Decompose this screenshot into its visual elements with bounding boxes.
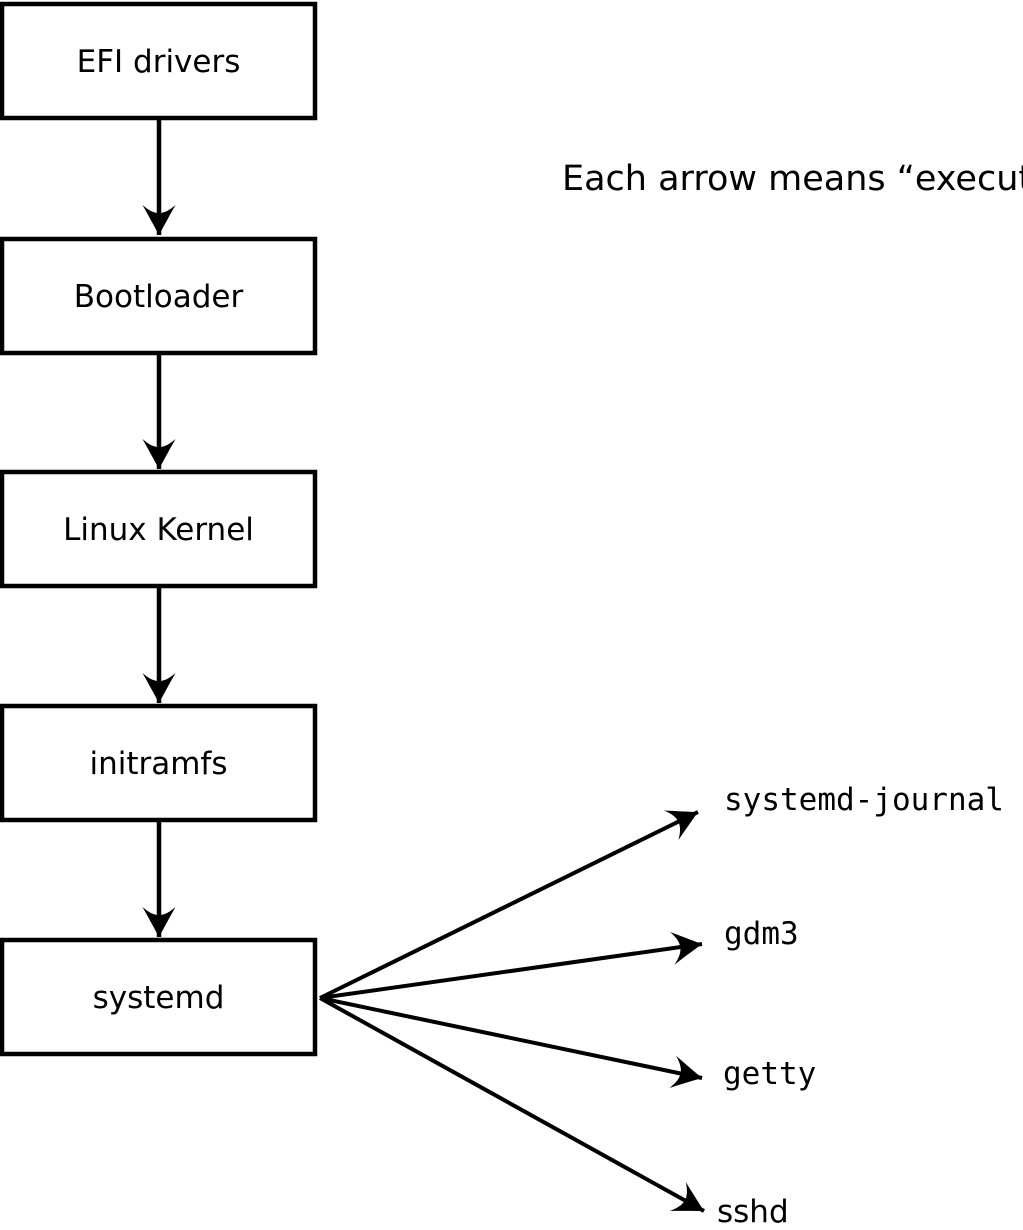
flow-box-systemd-label: systemd — [93, 980, 225, 1016]
process-label-gdm3: gdm3 — [724, 916, 799, 952]
process-label-getty: getty — [723, 1056, 816, 1092]
flow-box-systemd: systemd — [0, 937, 318, 1057]
fanout-arrow-sshd — [319, 996, 705, 1213]
arrow-meaning-note: Each arrow means “executes”. — [562, 159, 1023, 199]
process-label-sshd: sshd — [717, 1194, 789, 1230]
flow-box-efi-drivers-rect — [0, 1, 318, 121]
flow-box-linux-kernel-label: Linux Kernel — [63, 512, 254, 548]
fanout-arrow-gdm3 — [319, 931, 703, 1000]
flow-box-bootloader-label: Bootloader — [74, 279, 244, 315]
flow-box-initramfs: initramfs — [0, 703, 318, 823]
flow-box-bootloader: Bootloader — [0, 236, 318, 356]
fanout-arrow-systemd-journal — [319, 810, 699, 1000]
flow-box-bootloader-rect — [0, 236, 318, 356]
process-label-systemd-journal: systemd-journal — [724, 782, 1004, 818]
flow-box-initramfs-label: initramfs — [89, 746, 227, 782]
flow-box-initramfs-rect — [0, 703, 318, 823]
flow-box-linux-kernel: Linux Kernel — [0, 469, 318, 589]
fanout-arrow-getty — [319, 996, 703, 1089]
flow-box-efi-drivers-label: EFI drivers — [77, 44, 241, 80]
flow-box-systemd-rect — [0, 937, 318, 1057]
flow-box-efi-drivers: EFI drivers — [0, 1, 318, 121]
flow-box-linux-kernel-rect — [0, 469, 318, 589]
